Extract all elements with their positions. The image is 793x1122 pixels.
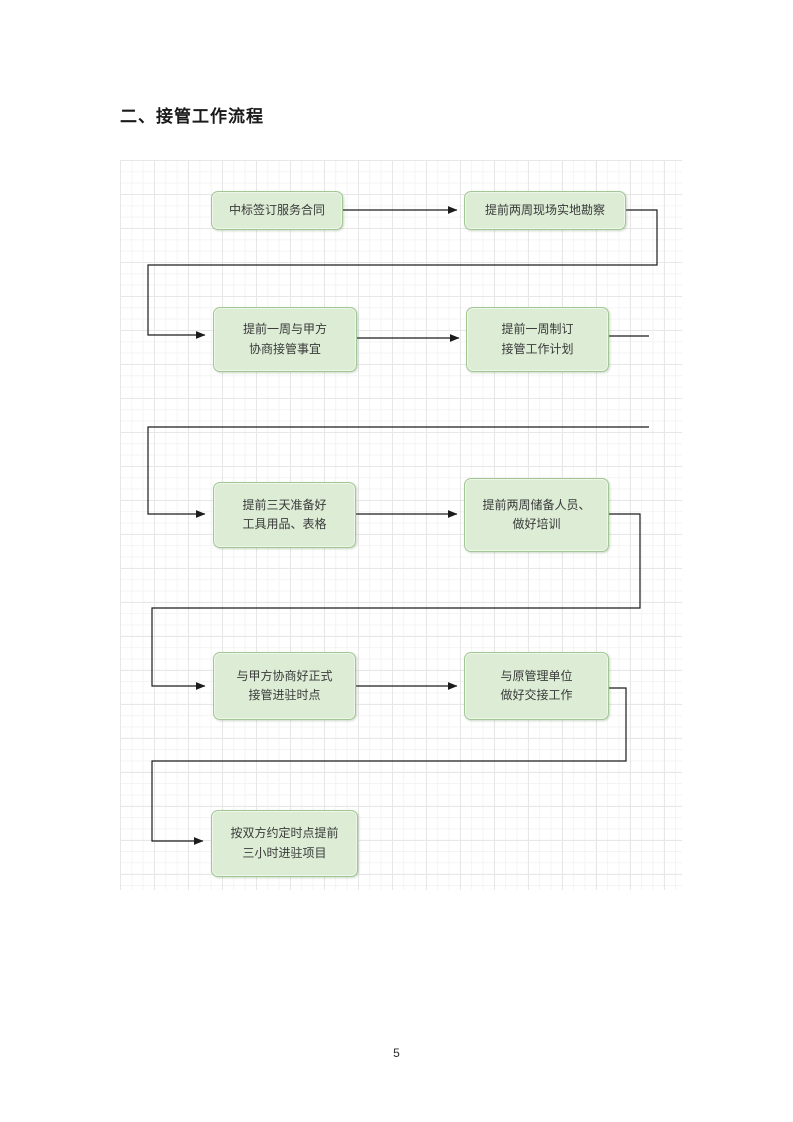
flow-node-agree-entry-time: 与甲方协商好正式 接管进驻时点 <box>213 652 356 720</box>
flow-node-site-survey: 提前两周现场实地勘察 <box>464 191 626 230</box>
page-number: 5 <box>393 1046 400 1060</box>
flow-node-sign-contract: 中标签订服务合同 <box>211 191 343 230</box>
flow-node-work-plan: 提前一周制订 接管工作计划 <box>466 307 609 372</box>
flow-node-handover-work: 与原管理单位 做好交接工作 <box>464 652 609 720</box>
flow-node-reserve-staff: 提前两周储备人员、 做好培训 <box>464 478 609 552</box>
page-title: 二、接管工作流程 <box>120 107 264 126</box>
flow-node-negotiate-takeover: 提前一周与甲方 协商接管事宜 <box>213 307 357 372</box>
flow-node-prepare-tools: 提前三天准备好 工具用品、表格 <box>213 482 356 548</box>
flow-node-enter-project: 按双方约定时点提前 三小时进驻项目 <box>211 810 358 877</box>
